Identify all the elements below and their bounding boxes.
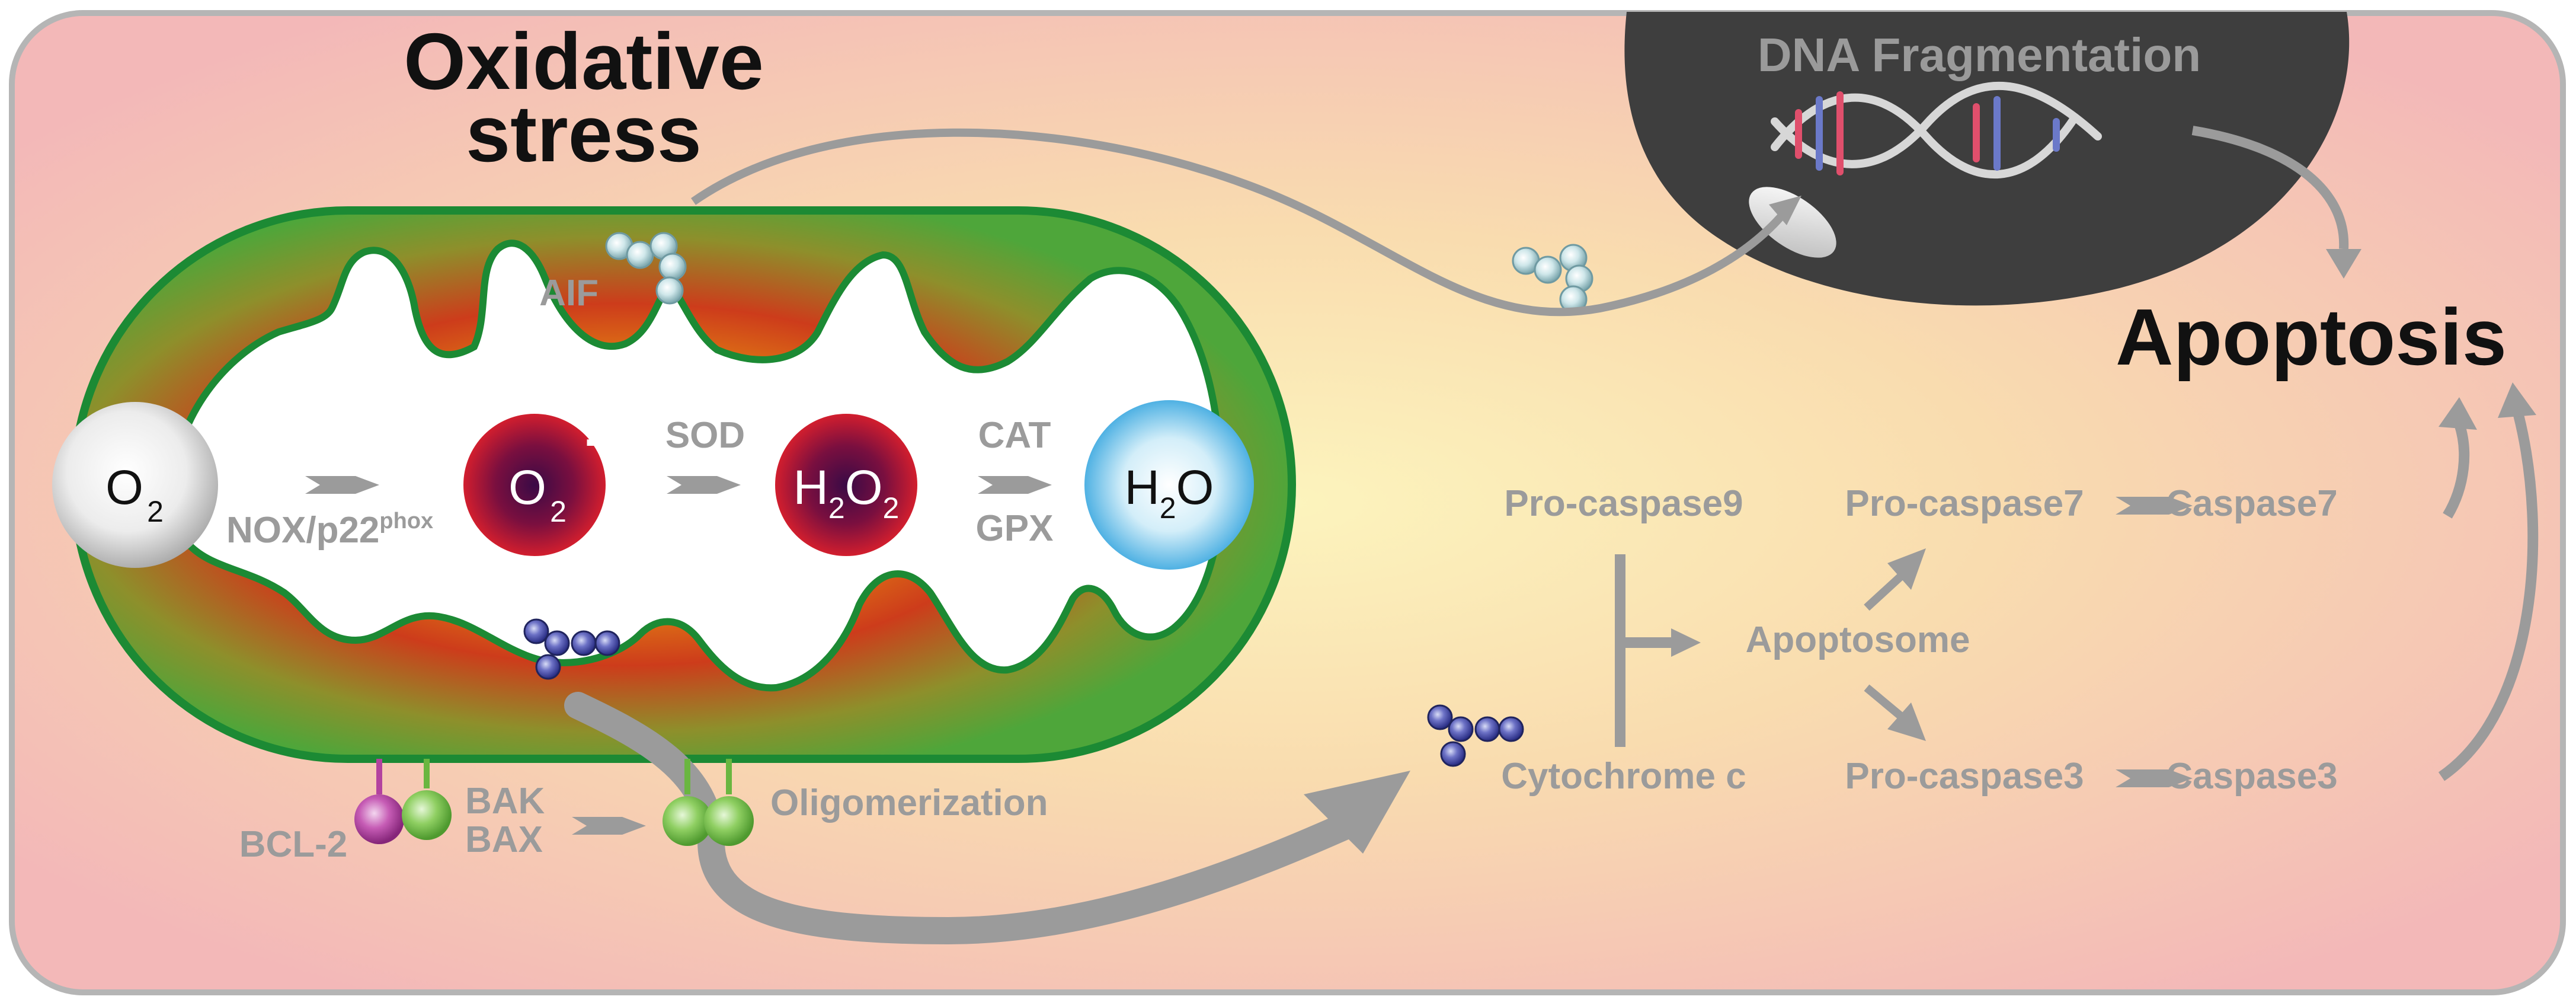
apoptosome-assembly-bracket <box>1615 554 1701 747</box>
caspase7-label: Caspase7 <box>2166 483 2338 524</box>
pro-caspase7-label: Pro-caspase7 <box>1845 483 2084 524</box>
pro-caspase3-label: Pro-caspase3 <box>1845 756 2084 797</box>
apoptosome-to-caspase3-arrow <box>1864 684 1926 741</box>
hydrogen-peroxide-molecule: H2O2 <box>775 414 917 556</box>
aif-translocated-icon <box>1512 244 1593 314</box>
oxygen-molecule: O 2 <box>52 402 218 568</box>
dna-helix-icon <box>1771 81 2102 179</box>
h2o-label: H2O <box>1125 461 1214 525</box>
cytochrome-c-release-arrow <box>564 692 1377 945</box>
caspase3-apoptosis-arrowhead-icon <box>2498 382 2536 418</box>
cytochrome-c-label: Cytochrome c <box>1501 756 1746 797</box>
caspase7-activation-arrow-icon <box>2116 497 2193 515</box>
superoxide-charge: - <box>585 409 603 468</box>
cytochrome-c-arrowhead-icon <box>1304 771 1410 854</box>
bak-bax-oligomer-icon <box>663 759 754 846</box>
caspase3-label: Caspase3 <box>2166 756 2338 797</box>
apoptosome-to-caspase7-arrow <box>1864 548 1926 611</box>
bcl2-label: BCL-2 <box>239 824 348 865</box>
bcl2-protein-icon <box>354 759 404 844</box>
oligomerization-arrow-icon <box>572 817 646 835</box>
caspase7-to-apoptosis-arrow <box>2443 422 2470 519</box>
apoptosome-label: Apoptosome <box>1746 619 1970 660</box>
sod-label: SOD <box>665 415 745 456</box>
apoptosis-label: Apoptosis <box>2116 292 2507 382</box>
superoxide-label: O <box>508 461 546 515</box>
dna-fragmentation-label: DNA Fragmentation <box>1758 28 2201 81</box>
caspase3-activation-arrow-icon <box>2116 769 2193 787</box>
caspase3-to-apoptosis-arrow <box>2438 413 2539 781</box>
aif-translocation-arrow <box>691 128 1787 317</box>
nucleus: DNA Fragmentation <box>1624 12 2350 306</box>
cytochrome-c-cytosol-icon <box>1427 704 1524 767</box>
aif-arrowhead-icon <box>1769 196 1801 225</box>
nox-label: NOX/p22phox <box>226 509 433 551</box>
superoxide-molecule: O 2 - <box>463 409 606 556</box>
cat-arrow-icon <box>978 476 1052 494</box>
h2o2-label: H2O2 <box>793 461 900 525</box>
superoxide-subscript: 2 <box>550 495 567 528</box>
bak-label: BAK <box>465 781 545 822</box>
pro-caspase9-label: Pro-caspase9 <box>1504 483 1743 524</box>
mitochondrion-inner-space <box>168 239 1225 692</box>
nucleus-to-apoptosis-arrow <box>2191 126 2349 250</box>
oligomerization-label: Oligomerization <box>770 783 1048 823</box>
o2-subscript: 2 <box>147 495 164 528</box>
sod-arrow-icon <box>667 476 741 494</box>
bax-label: BAX <box>465 819 543 860</box>
title: Oxidative stress <box>404 17 764 178</box>
title-line-2: stress <box>466 89 702 178</box>
aif-label: AIF <box>539 273 599 314</box>
o2-label: O <box>105 461 143 515</box>
bak-bax-protein-icon <box>402 759 452 840</box>
water-molecule: H2O <box>1084 400 1254 570</box>
title-line-1: Oxidative <box>404 17 764 106</box>
gpx-label: GPX <box>976 508 1054 549</box>
cytochrome-c-inner-icon <box>523 618 620 680</box>
aif-protein-icon <box>605 232 687 305</box>
nucleus-apoptosis-arrowhead-icon <box>2326 249 2361 279</box>
nox-arrow-icon <box>305 476 379 494</box>
caspase7-apoptosis-arrowhead-icon <box>2439 397 2477 430</box>
cat-label: CAT <box>978 415 1051 456</box>
